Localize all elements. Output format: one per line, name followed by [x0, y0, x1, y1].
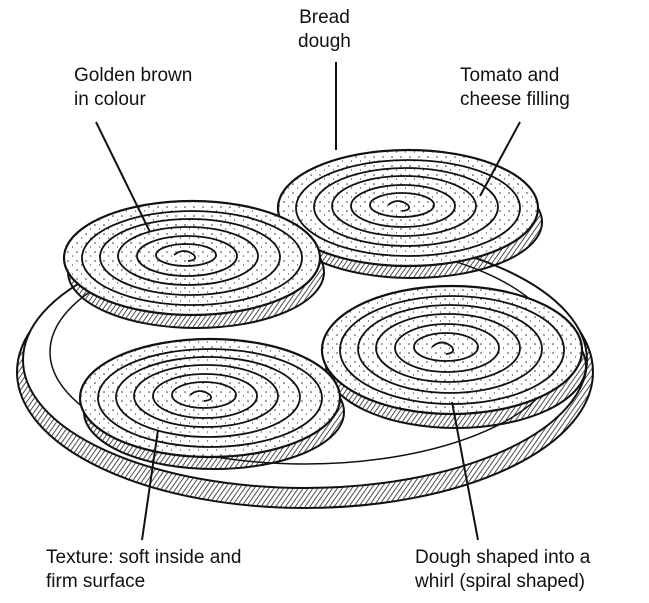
bread-whirl-bottom-right: [322, 286, 586, 428]
bread-whirl-bottom-left: [80, 339, 344, 469]
label-texture: Texture: soft inside and firm surface: [46, 546, 241, 594]
label-bread-dough: Bread dough: [298, 6, 351, 54]
label-tomato-cheese: Tomato and cheese filling: [460, 64, 570, 112]
bread-whirl-top-left: [64, 201, 324, 328]
label-whirl-shape: Dough shaped into a whirl (spiral shaped…: [415, 546, 590, 594]
label-golden-brown: Golden brown in colour: [74, 64, 192, 112]
